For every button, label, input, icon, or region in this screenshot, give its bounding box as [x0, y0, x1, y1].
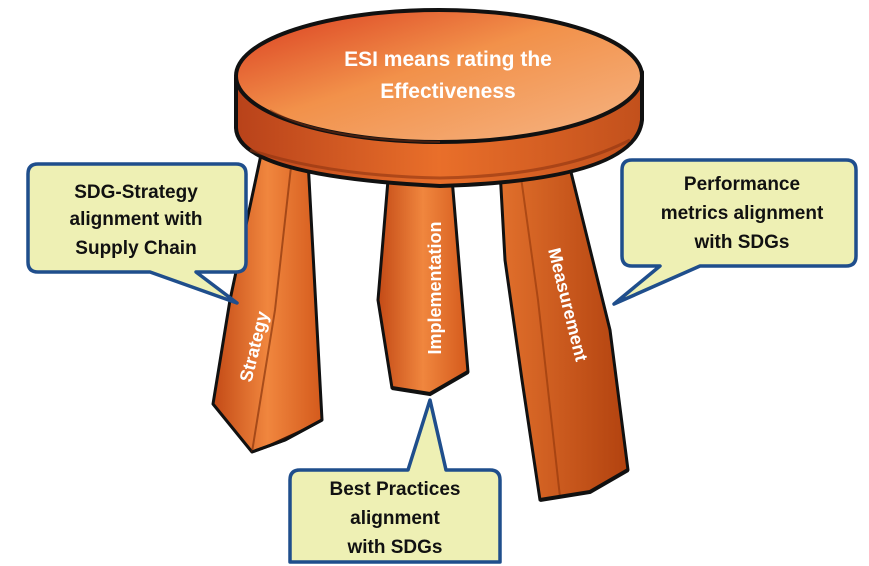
- callout-strategy: [26, 162, 248, 305]
- leg-measurement: [498, 158, 630, 502]
- seat-title-line2: Effectiveness: [380, 80, 515, 103]
- callout-best-practices-line1: Best Practices: [330, 479, 461, 500]
- callout-best-practices-line3: with SDGs: [346, 537, 442, 558]
- leg-label-implementation: Implementation: [425, 221, 445, 354]
- callout-performance-line3: with SDGs: [693, 232, 789, 253]
- callout-strategy-line3: Supply Chain: [75, 238, 196, 259]
- seat-title-line1: ESI means rating the: [344, 48, 552, 71]
- stool-seat: [234, 8, 644, 188]
- leg-implementation: [376, 176, 470, 397]
- callout-best-practices: [288, 398, 502, 564]
- callout-performance: [612, 158, 858, 306]
- callout-best-practices-line2: alignment: [350, 508, 440, 529]
- callout-strategy-line1: SDG-Strategy: [74, 182, 198, 203]
- callout-performance-line2: metrics alignment: [661, 203, 824, 224]
- callout-strategy-line2: alignment with: [70, 209, 203, 230]
- leg-strategy: [211, 148, 324, 454]
- callout-performance-line1: Performance: [684, 174, 800, 195]
